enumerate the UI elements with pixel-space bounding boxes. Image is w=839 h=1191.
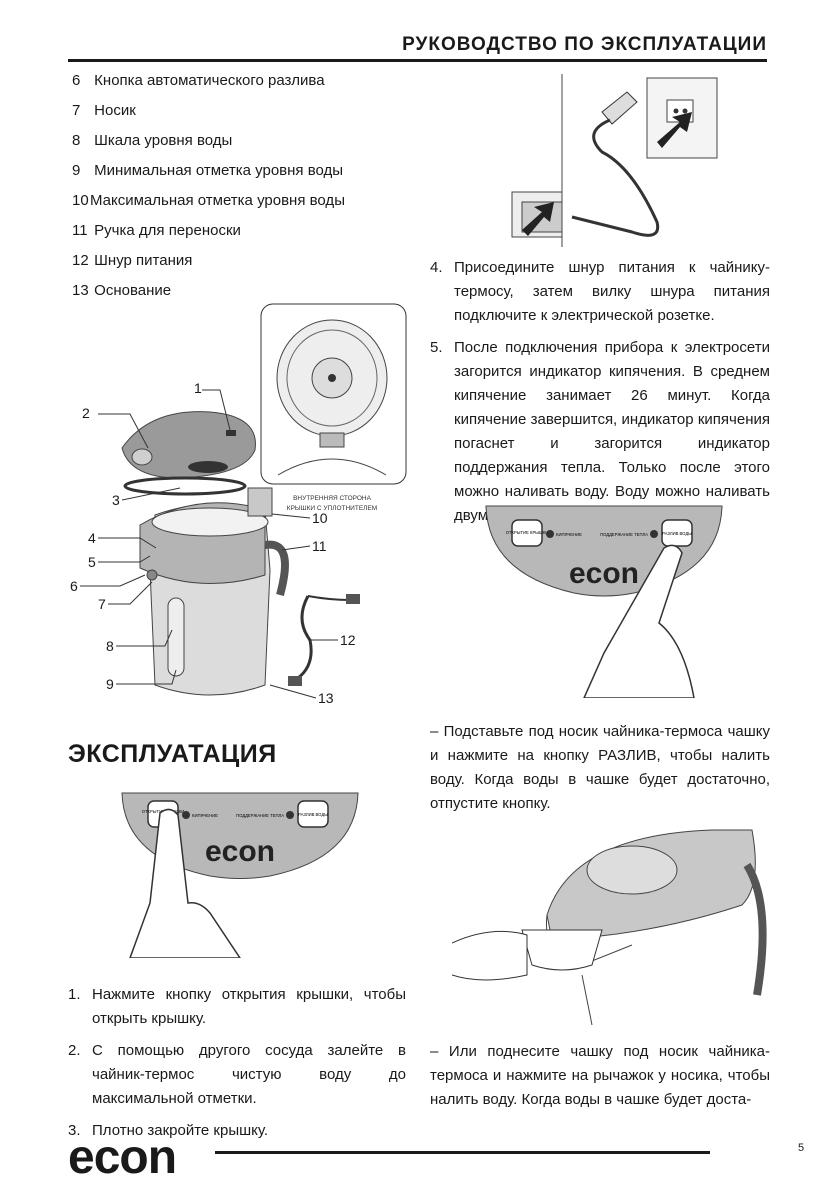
running-header: РУКОВОДСТВО ПО ЭКСПЛУАТАЦИИ	[402, 34, 767, 55]
lid-inset-illustration: ВНУТРЕННЯЯ СТОРОНА КРЫШКИ С УПЛОТНИТЕЛЕМ	[260, 303, 407, 512]
part-label: Максимальная отметка уровня воды	[90, 192, 345, 209]
step-number: 1.	[68, 986, 81, 1003]
part-number: 13	[72, 282, 89, 299]
callout-12: 12	[340, 632, 356, 648]
right-indicator-label: ПОДДЕРЖАНИЕ ТЕПЛА	[236, 813, 284, 818]
callout-4: 4	[88, 530, 96, 546]
callout-9: 9	[106, 676, 114, 692]
panel-brand-logo: econ	[205, 835, 275, 868]
part-number: 9	[72, 162, 81, 179]
step-number: 2.	[68, 1042, 81, 1059]
lid-illustration	[121, 411, 256, 496]
part-label: Шнур питания	[94, 252, 193, 269]
callout-5: 5	[88, 554, 96, 570]
callout-2: 2	[82, 405, 90, 421]
paragraph-lever-pour: – Или поднесите чашку под носик чайника-…	[430, 1043, 770, 1108]
part-number: 7	[72, 102, 81, 119]
list-item: 12 Шнур питания	[72, 252, 402, 282]
header-rule	[68, 59, 767, 62]
step-text: Нажмите кнопку открытия крышки, чтобы от…	[92, 986, 406, 1027]
section-title: ЭКСПЛУАТАЦИЯ	[68, 740, 277, 768]
step-number: 4.	[430, 259, 443, 276]
step-text: С помощью другого сосуда залейте в чайни…	[92, 1042, 406, 1107]
part-label: Носик	[94, 102, 136, 119]
part-label: Кнопка автоматического разлива	[94, 72, 325, 89]
list-item: 5. После подключения прибора к электросет…	[430, 336, 770, 528]
list-item: 10Максимальная отметка уровня воды	[72, 192, 402, 222]
left-indicator-label: КИПЯЧЕНИЕ	[556, 532, 582, 537]
list-item: 4. Присоедините шнур питания к чайнику-те…	[430, 256, 770, 328]
right-button-label: РАЗЛИВ ВОДЫ	[662, 531, 692, 536]
callout-3: 3	[112, 492, 120, 508]
step-number: 5.	[430, 339, 443, 356]
callout-7: 7	[98, 596, 106, 612]
left-button-label: ОТКРЫТИЕ КРЫШКИ	[506, 530, 549, 535]
callout-10: 10	[312, 510, 328, 526]
plug-socket-illustration	[511, 74, 718, 247]
pressing-finger-illustration	[583, 544, 695, 698]
list-item: 7 Носик	[72, 102, 402, 132]
control-panel-illustration-right: ОТКРЫТИЕ КРЫШКИ КИПЯЧЕНИЕ ПОДДЕРЖАНИЕ ТЕ…	[485, 505, 723, 698]
inset-caption-line2: КРЫШКИ С УПЛОТНИТЕЛЕМ	[287, 505, 377, 512]
page-number: 5	[798, 1142, 805, 1154]
step-text: После подключения прибора к электросети …	[454, 339, 770, 524]
part-number: 11	[72, 222, 88, 239]
right-indicator-label: ПОДДЕРЖАНИЕ ТЕПЛА	[600, 532, 648, 537]
step-text: Плотно закройте крышку.	[92, 1122, 269, 1139]
part-number: 6	[72, 72, 81, 89]
panel-brand-logo: econ	[569, 557, 639, 590]
control-panel-illustration-left: ОТКРЫТИЕ КРЫШКИ КИПЯЧЕНИЕ ПОДДЕРЖАНИЕ ТЕ…	[121, 792, 359, 958]
step-text: Присоедините шнур питания к чайнику-терм…	[454, 259, 770, 324]
list-item: 9 Минимальная отметка уровня воды	[72, 162, 402, 192]
footer-brand-logo: econ	[68, 1131, 177, 1184]
list-item: 13 Основание	[72, 282, 402, 312]
steps-list-left: 1. Нажмите кнопку открытия крышки, чтобы …	[68, 983, 406, 1151]
list-item: 1. Нажмите кнопку открытия крышки, чтобы …	[68, 983, 406, 1031]
footer-rule	[215, 1151, 710, 1154]
part-number: 12	[72, 252, 89, 269]
callout-1: 1	[194, 380, 202, 396]
kettle-body-illustration	[139, 487, 289, 696]
right-button-label: РАЗЛИВ ВОДЫ	[298, 812, 328, 817]
kettle-parts-diagram: 1 2 3 4 5 6 7 8 9 10 11 12 13	[70, 380, 360, 706]
callout-8: 8	[106, 638, 114, 654]
callout-6: 6	[70, 578, 78, 594]
part-number: 8	[72, 132, 81, 149]
part-label: Шкала уровня воды	[94, 132, 233, 149]
part-label: Основание	[94, 282, 172, 299]
list-item: 11 Ручка для переноски	[72, 222, 402, 252]
paragraph-button-pour: – Подставьте под носик чайника-термоса ч…	[430, 723, 770, 812]
part-label: Минимальная отметка уровня воды	[94, 162, 344, 179]
steps-list-right: 4. Присоедините шнур питания к чайнику-те…	[430, 256, 770, 536]
list-item: 2. С помощью другого сосуда залейте в чай…	[68, 1039, 406, 1111]
parts-list: 6 Кнопка автоматического разлива 7 Носик…	[72, 72, 402, 312]
part-label: Ручка для переноски	[94, 222, 241, 239]
list-item: 3. Плотно закройте крышку.	[68, 1119, 406, 1143]
callout-11: 11	[312, 538, 327, 554]
left-indicator-label: КИПЯЧЕНИЕ	[192, 813, 218, 818]
pressing-finger-illustration	[129, 808, 241, 958]
lever-pour-illustration	[452, 829, 767, 1025]
inset-caption-line1: ВНУТРЕННЯЯ СТОРОНА	[293, 495, 372, 502]
part-number: 10	[72, 192, 89, 209]
list-item: 6 Кнопка автоматического разлива	[72, 72, 402, 102]
step-number: 3.	[68, 1122, 81, 1139]
list-item: 8 Шкала уровня воды	[72, 132, 402, 162]
callout-13: 13	[318, 690, 334, 706]
